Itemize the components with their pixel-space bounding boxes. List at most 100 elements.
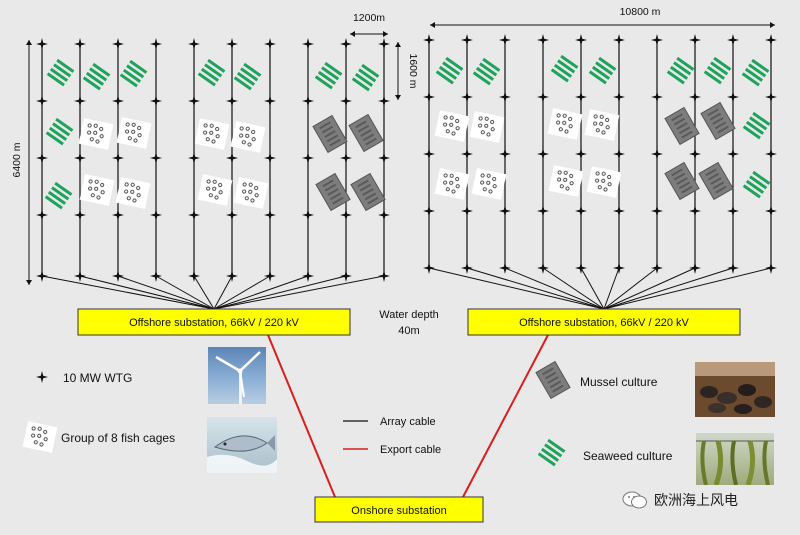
array-cable-feeder [41,275,215,310]
wtg-icon [575,262,587,274]
fish-unit [79,173,115,207]
mussel-icon [535,361,571,399]
wtg-icon [727,34,739,46]
fish-unit [584,108,620,142]
wtg-icon [461,205,473,217]
seaweed-unit [741,58,770,87]
wtg-icon [765,205,777,217]
dim-6400m-label: 6400 m [11,142,23,177]
array-cable-feeder [603,267,658,310]
fish-unit [586,165,622,199]
array-cable-feeder [580,267,605,310]
wtg-icon [651,205,663,217]
watermark: 欧洲海上风电 [622,490,738,510]
array-cable-feeder [504,267,605,310]
wtg-icon [651,34,663,46]
wtg-icon [423,34,435,46]
array-cable-feeder [193,275,215,310]
wtg-icon [499,148,511,160]
array-cable-feeder [603,267,696,310]
wtg-icon [378,95,390,107]
fish-unit [434,167,470,201]
wtg-icon [74,152,86,164]
seaweed-unit [742,170,771,199]
wtg-icon [112,38,124,50]
wtg-icon [689,91,701,103]
dim-10800m-label: 10800 m [620,6,661,18]
wtg-icon [651,91,663,103]
wtg-icon [727,148,739,160]
array-cable-feeder [79,275,215,310]
seaweed-unit [197,58,226,87]
fish-unit [434,109,470,143]
wtg-icon [150,38,162,50]
wtg-icon [537,148,549,160]
wtg-icon [499,262,511,274]
mussel-unit [664,162,700,200]
array-cable-feeder [213,275,347,310]
wtg-icon [188,152,200,164]
wtg-icon [150,152,162,164]
seaweed-unit [119,59,148,88]
wtg-icon [461,91,473,103]
wtg-icon [461,34,473,46]
wtg-icon [226,38,238,50]
seaweed-unit [351,63,380,92]
array-cable-feeder [603,267,734,310]
onshore-substation: Onshore substation [314,496,484,523]
wtg-icon [689,262,701,274]
wtg-icon [36,270,48,282]
legend-array-label: Array cable [380,416,436,428]
dimension-10800m: 10800 m [430,6,775,28]
wtg-icon [112,152,124,164]
array-cable-feeder [603,267,772,310]
wtg-icon [74,38,86,50]
dimension-1200m: 1200m [350,12,388,37]
wtg-icon [188,95,200,107]
array-cable-feeder [213,275,385,310]
wtg-icon [264,270,276,282]
wtg-icon [689,205,701,217]
legend-seaweed-label: Seaweed culture [583,449,673,463]
wtg-icon [727,91,739,103]
wtg-icon [537,262,549,274]
offshore-substation-right-label: Offshore substation, 66kV / 220 kV [519,317,689,329]
mussel-photo [695,362,775,417]
mussel-unit [664,107,700,145]
array-cable-feeder [213,275,233,310]
wtg-icon [423,205,435,217]
wechat-icon [622,491,647,509]
fish-cage-icon [22,420,58,454]
wtg-icon [340,209,352,221]
wtg-icon [36,95,48,107]
onshore-substation-label: Onshore substation [351,505,446,517]
cable-network [41,40,772,310]
wtg-icon [613,262,625,274]
wtg-icon [302,95,314,107]
fish-photo [207,417,277,473]
wtg-icon [727,205,739,217]
fish-unit [230,120,266,154]
seaweed-unit [314,61,343,90]
wtg-icon [575,91,587,103]
wtg-icon [378,209,390,221]
wtg-icon [537,91,549,103]
wtg-icon [150,209,162,221]
fish-unit [547,107,583,141]
wtg-icon [461,262,473,274]
seaweed-unit [588,56,617,85]
seaweed-unit [666,56,695,85]
legend-export-label: Export cable [380,444,441,456]
wtg-icon [302,152,314,164]
mussel-unit [698,162,734,200]
wtg-icon [575,205,587,217]
wtg-icon [226,152,238,164]
fish-unit [469,110,505,144]
seaweed-unit [46,58,75,87]
seaweed-unit [703,56,732,85]
offshore-substation-left-label: Offshore substation, 66kV / 220 kV [129,317,299,329]
wtg-icon [340,38,352,50]
mussel-unit [315,173,351,211]
dim-1200m-label: 1200m [353,12,385,24]
seaweed-unit [472,57,501,86]
